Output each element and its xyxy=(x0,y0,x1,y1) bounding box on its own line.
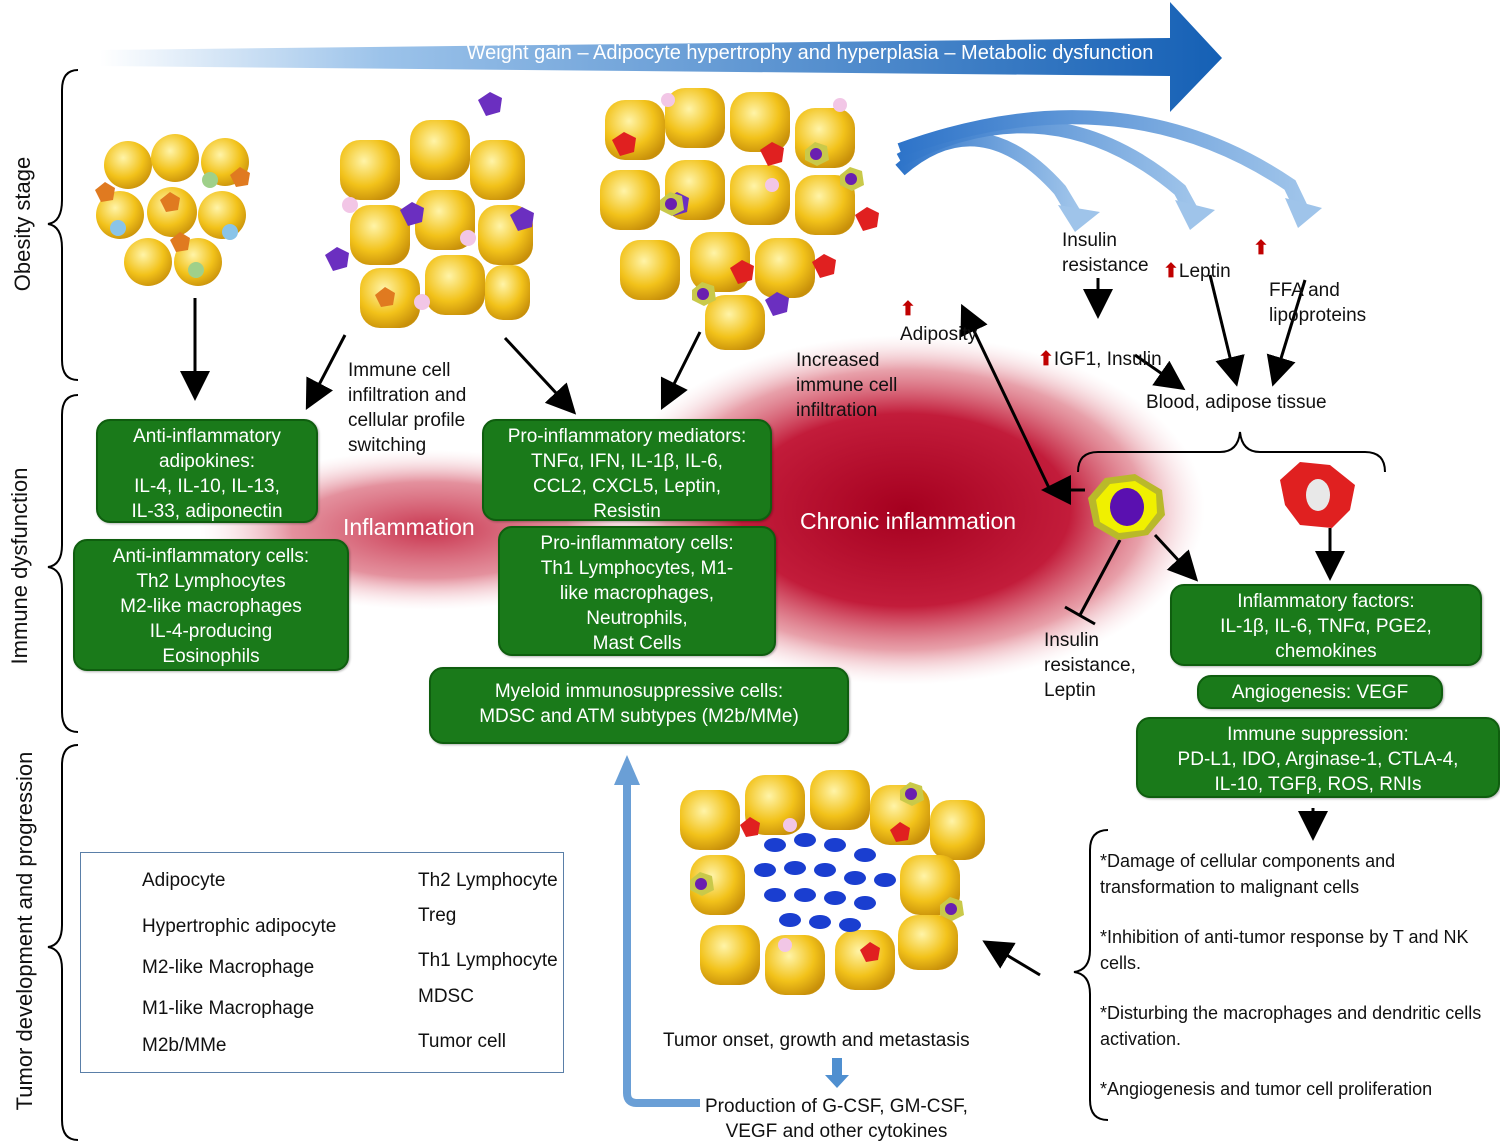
stage-tumor: Tumor development and progression xyxy=(12,751,37,1111)
up-arrow-icon: ⬆ xyxy=(900,299,916,320)
immune-infiltration-label: Immune cell infiltration and cellular pr… xyxy=(348,360,467,456)
leptin-text: Leptin xyxy=(1178,261,1231,282)
igf1-text: IGF1, Insulin xyxy=(1053,349,1162,370)
tumor-onset-label: Tumor onset, growth and metastasis xyxy=(663,1030,970,1051)
immune-suppression-box: Immune suppression: PD-L1, IDO, Arginase… xyxy=(1136,717,1500,798)
blood-brace xyxy=(1077,431,1386,473)
legend-adipocyte: Adipocyte xyxy=(142,870,226,891)
banner-arrow xyxy=(100,2,1222,112)
consequences-list: *Damage of cellular components and trans… xyxy=(1100,848,1500,1126)
up-arrow-icon: ⬆ xyxy=(1038,349,1054,370)
legend-tumor: Tumor cell xyxy=(418,1031,506,1052)
blood-label: Blood, adipose tissue xyxy=(1146,392,1327,413)
anti-inflammatory-adipokines-box: Anti-inflammatory adipokines: IL-4, IL-1… xyxy=(96,419,318,523)
anti-inflammatory-cells-box: Anti-inflammatory cells: Th2 Lymphocytes… xyxy=(73,539,349,671)
production-label: Production of G-CSF, GM-CSF, VEGF and ot… xyxy=(705,1096,968,1142)
up-arrow-icon: ⬆ xyxy=(1163,261,1179,282)
igf1-label: ⬆IGF1, Insulin xyxy=(1038,322,1162,372)
banner-title: Weight gain – Adipocyte hypertrophy and … xyxy=(466,42,1154,64)
legend-m1: M1-like Macrophage xyxy=(142,998,315,1019)
bullets-brace xyxy=(1073,829,1109,1121)
legend-mdsc: MDSC xyxy=(418,986,474,1007)
leptin-label: ⬆Leptin xyxy=(1163,234,1231,284)
feedback-arrow xyxy=(623,780,700,1107)
curve-arrow-3 xyxy=(897,110,1309,214)
hypertrophic-cluster xyxy=(325,92,534,328)
immune-brace xyxy=(47,394,79,733)
down-blue-arrow xyxy=(825,1058,849,1088)
tumor-brace xyxy=(47,744,79,1141)
legend-treg: Treg xyxy=(418,905,457,926)
list-item: *Inhibition of anti-tumor response by T … xyxy=(1100,927,1469,973)
stage-obesity: Obesity stage xyxy=(10,156,35,292)
legend-m2: M2-like Macrophage xyxy=(142,957,315,978)
list-item: *Disturbing the macrophages and dendriti… xyxy=(1100,1003,1482,1049)
obesity-brace xyxy=(47,69,79,381)
chronic-inflammation-label: Chronic inflammation xyxy=(800,508,1017,534)
legend-hypertrophic: Hypertrophic adipocyte xyxy=(142,916,337,937)
pro-inflammatory-mediators-box: Pro-inflammatory mediators: TNFα, IFN, I… xyxy=(482,419,772,522)
pro-inflammatory-cells-box: Pro-inflammatory cells: Th1 Lymphocytes,… xyxy=(498,526,776,656)
legend-m2b: M2b/MMe xyxy=(142,1035,227,1056)
mdsc-cell xyxy=(1088,474,1165,540)
stage-immune: Immune dysfunction xyxy=(7,467,32,665)
myeloid-cells-box: Myeloid immunosuppressive cells: MDSC an… xyxy=(429,667,849,744)
legend-box xyxy=(80,852,564,1073)
legend-th1: Th1 Lymphocyte xyxy=(418,950,558,971)
inflammatory-factors-box: Inflammatory factors: IL-1β, IL-6, TNFα,… xyxy=(1170,584,1482,666)
insulin-resistance-label: Insulin resistance xyxy=(1062,230,1149,276)
insulin-leptin-label: Insulin resistance, Leptin xyxy=(1044,630,1136,701)
up-arrow-icon: ⬆ xyxy=(1253,238,1269,259)
lean-adipose-cluster xyxy=(95,134,250,286)
inflammation-label: Inflammation xyxy=(343,514,475,540)
list-item: *Damage of cellular components and trans… xyxy=(1100,851,1396,897)
adiposity-text: Adiposity xyxy=(900,324,978,345)
obese-cluster xyxy=(600,88,879,350)
ffa-label: ⬆ FFA and lipoproteins xyxy=(1253,228,1366,353)
list-item: *Angiogenesis and tumor cell proliferati… xyxy=(1100,1079,1433,1099)
tumor-cluster xyxy=(680,770,985,995)
increased-infiltration-label: Increased immune cell infiltration xyxy=(796,350,898,421)
angiogenesis-box: Angiogenesis: VEGF xyxy=(1197,675,1443,709)
m2b-cell xyxy=(1280,462,1355,528)
legend-th2: Th2 Lymphocyte xyxy=(418,870,558,891)
ffa-text: FFA and lipoproteins xyxy=(1269,280,1367,326)
adiposity-label: ⬆ Adiposity xyxy=(900,272,977,347)
